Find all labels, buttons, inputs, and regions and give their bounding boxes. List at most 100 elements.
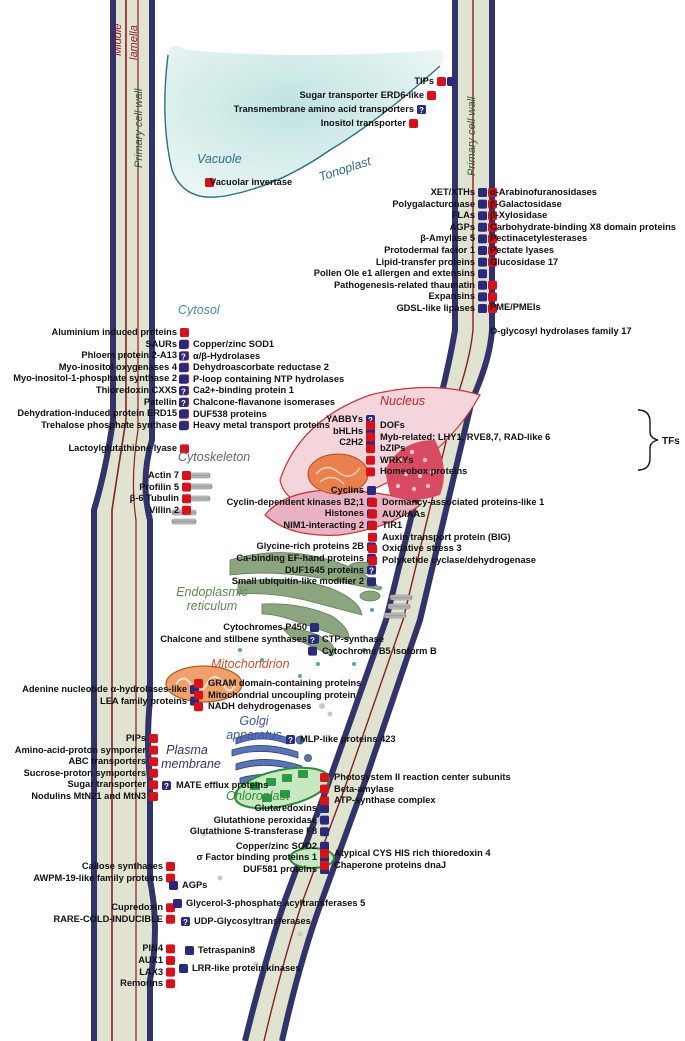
tonoplast_items-marker-0-0: [437, 77, 446, 86]
er_right-marker-0-0: ?: [308, 635, 317, 645]
svg-text:?: ?: [288, 736, 293, 745]
vesicles: [201, 703, 333, 967]
plasma_left-marker-2-0: [149, 757, 158, 767]
wall_left-marker-9-0: [478, 292, 487, 302]
wall_left-marker-8-0: [478, 280, 487, 290]
cell_mid_right-marker-3-0: [368, 532, 377, 542]
cell_mid_right-marker-1-0: [368, 509, 377, 519]
tonoplast_items-marker-2-0: ?: [417, 105, 426, 115]
bottom_right-marker-3: [185, 946, 194, 955]
cytoskeleton_items-marker-3-0: [182, 505, 191, 515]
chloro_left-marker-2-0: [320, 827, 329, 837]
svg-text:?: ?: [183, 918, 188, 927]
cytoskeleton_items-marker-0-0: [182, 471, 191, 480]
plasma_left-marker-0-0: [149, 734, 158, 743]
cell_mid_right-marker-2-0: [368, 521, 377, 531]
svg-text:?: ?: [181, 387, 186, 396]
er_left-marker-0-0: [310, 623, 319, 632]
bottom_right-marker-4: [179, 964, 188, 973]
svg-text:?: ?: [164, 782, 169, 791]
wall_left-marker-3-0: [478, 222, 487, 232]
vacuole_items-marker-0-0: [205, 178, 214, 187]
wall_left-marker-2-0: [478, 211, 487, 221]
wall_left-marker-9-1: [488, 292, 497, 302]
chloro_left-marker-1-0: [320, 815, 329, 825]
svg-text:?: ?: [369, 567, 374, 576]
bottom_left-marker-1-0: [166, 873, 175, 883]
cell-wall-right: [242, 0, 495, 1041]
cell_mid_left-marker-6-0: ?: [367, 565, 376, 576]
wall_left-marker-6-0: [478, 257, 487, 267]
nucleus_right-marker-4-0: [366, 467, 375, 477]
wall_left-marker-6-1: [488, 257, 497, 267]
bottom_left-marker-2-0: [166, 903, 175, 913]
tonoplast_items-marker-1-0: [427, 91, 436, 100]
wall_left-marker-2-1: [488, 211, 497, 221]
bottom_left-marker-6-0: [166, 967, 175, 977]
cytosol_right-marker-1-0: ?: [179, 351, 188, 362]
bottom_left-marker-5-0: [166, 956, 175, 965]
cytosol_right-marker-7-0: [179, 421, 188, 431]
chloro_right-marker-0-0: [320, 773, 329, 782]
cytosol_right-marker-0-0: [179, 340, 188, 349]
svg-text:?: ?: [419, 106, 424, 115]
cell_mid_right-marker-5-0: [368, 556, 377, 565]
wall_left-marker-4-0: [478, 234, 487, 244]
wall_left-marker-3-1: [488, 222, 497, 232]
bottom_left-marker-0-0: [166, 862, 175, 871]
plasma_right-marker-0-0: ?: [162, 781, 171, 791]
cytosol_right-marker-6-0: [179, 409, 188, 419]
wall_left-marker-4-1: [488, 234, 497, 244]
chloro_right-marker-3: [320, 849, 329, 858]
wall_left-marker-5-0: [478, 246, 487, 255]
cytosol_right-marker-5-0: ?: [179, 398, 188, 408]
golgi_items-marker-0-0: ?: [286, 735, 295, 745]
chloro_right-marker-1-0: [320, 784, 329, 794]
cell_mid_right-marker-0-0: [368, 498, 377, 507]
plasma_left-marker-1-0: [149, 745, 158, 755]
nucleus_right-marker-0-0: [366, 421, 375, 430]
cytosol_right-marker-3-0: [179, 374, 188, 384]
nucleus: [264, 386, 481, 536]
mito_right-marker-1-0: [194, 690, 203, 700]
wall_left-marker-10-1: [488, 304, 497, 313]
tonoplast_items-marker-3-0: [409, 119, 418, 128]
nucleus_right-marker-3-0: [366, 455, 375, 465]
cell-wall-left: [91, 0, 158, 1041]
mito_right-marker-0-0: [194, 679, 203, 688]
chloroplast: [233, 766, 335, 869]
tonoplast-membrane: [164, 54, 441, 198]
wall_left-marker-0-0: [478, 188, 487, 197]
cell_mid_left-marker-7-0: [367, 577, 376, 587]
wall_left-marker-1-0: [478, 199, 487, 209]
wall_left-marker-5-1: [488, 246, 497, 255]
wall_left-marker-0-1: [488, 188, 497, 197]
svg-text:?: ?: [181, 353, 186, 362]
plasma_left-marker-3-0: [149, 768, 158, 778]
chloro_left-marker-3-0: [320, 841, 329, 851]
bottom_left-marker-3-0: [166, 914, 175, 924]
tonoplast_items-marker-0-1: [447, 77, 456, 86]
cytosol_right-marker-4-0: ?: [179, 386, 188, 396]
wall_left-marker-8-1: [488, 280, 497, 290]
nucleus_right-marker-2-0: [366, 444, 375, 454]
cytosol_left-marker-0-0: [180, 328, 189, 337]
chloro_right-marker-4: [320, 861, 329, 870]
bottom_left-marker-4-0: [166, 944, 175, 954]
bottom_right-marker-2: ?: [181, 917, 190, 927]
regulation-markers: ???????????: [149, 77, 497, 989]
bottom_left-marker-7-0: [166, 979, 175, 989]
svg-text:?: ?: [368, 416, 373, 425]
nucleus_right-marker-1-0: [366, 432, 375, 442]
mitochondrion: [165, 665, 243, 703]
cytoskeleton_items-marker-1-0: [182, 482, 191, 492]
bottom_right-marker-1: [173, 899, 182, 908]
chloro_right-marker-2-0: [320, 796, 329, 806]
er_right-marker-1-0: [308, 646, 317, 656]
cell_mid_left-marker-0-0: [367, 486, 376, 495]
endoplasmic-reticulum: [229, 552, 381, 657]
cell_mid_right-marker-4-0: [368, 544, 377, 554]
vacuole: [164, 46, 445, 198]
wall_left-marker-7-0: [478, 269, 487, 279]
